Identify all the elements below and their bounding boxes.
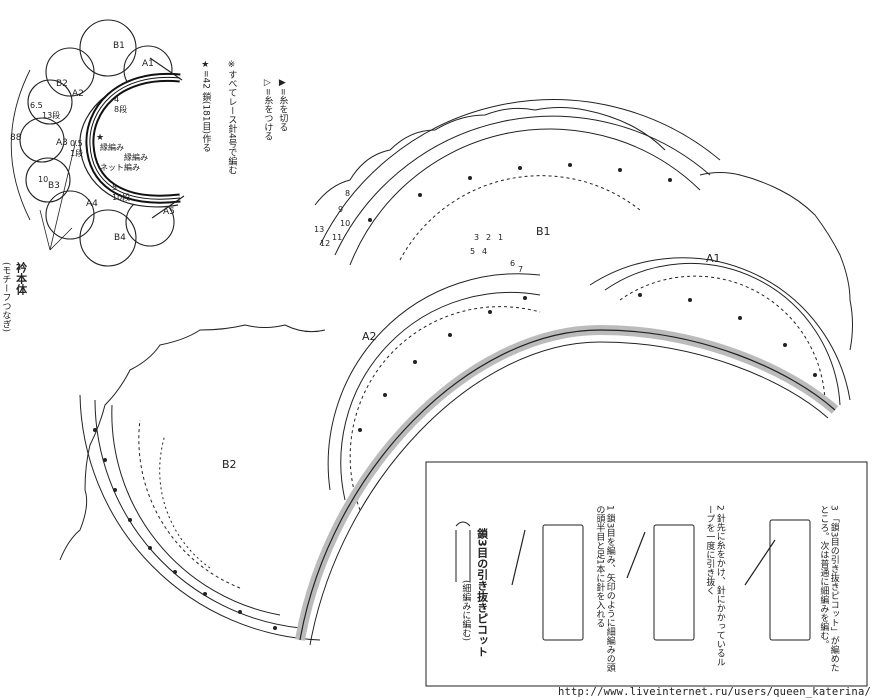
instruction-step2: 2 針先に糸をかけ、針にかかっているループを一度に引き抜く xyxy=(704,505,725,667)
row-num-8: 8 xyxy=(345,189,350,198)
row-num-5: 5 xyxy=(470,247,475,256)
chart-structure xyxy=(79,99,851,646)
row-num-3: 3 xyxy=(474,233,479,242)
center-mid-label: ネット編み xyxy=(100,162,140,172)
row-label-4: 10 xyxy=(38,175,48,184)
instruction-box xyxy=(425,461,868,687)
motif-label-b1: B1 xyxy=(113,41,125,51)
section-title: 衿本体 xyxy=(14,262,28,295)
row-label-0: 6.5 xyxy=(30,101,43,110)
row-label-2: 0.5 xyxy=(70,139,83,148)
chart-motif-labels: B1 A1 A2 B2 xyxy=(222,225,721,471)
star-mark: ★ xyxy=(96,133,104,143)
hook-note: ※すべてレース針4号で編む xyxy=(226,60,237,175)
instruction-step3: 3 「鎖3目の引き抜きピコット」が編めたところ。次は普通に細編みを編む。 xyxy=(818,505,839,673)
overview-total-label: 88 xyxy=(10,133,22,143)
picot-edge xyxy=(59,107,853,561)
row-num-9: 9 xyxy=(338,205,343,214)
legend-join: ▷=糸をつける xyxy=(262,78,273,141)
row-num-4: 4 xyxy=(482,247,487,256)
section-subtitle: (モチーフつなぎ) xyxy=(0,262,11,333)
chart-label-b1: B1 xyxy=(536,225,551,238)
row-num-7: 7 xyxy=(518,265,523,274)
overview-schematic xyxy=(10,19,185,267)
motif-label-b3: B3 xyxy=(48,181,60,191)
stitch-marks xyxy=(93,163,817,630)
row-num-11: 11 xyxy=(332,233,342,242)
motif-label-b4: B4 xyxy=(114,233,126,243)
row-label-7: 4 xyxy=(114,95,119,104)
row-label-6: 10段 xyxy=(112,192,130,202)
motif-label-a1: A1 xyxy=(142,59,154,69)
source-url: http://www.liveinternet.ru/users/queen_k… xyxy=(557,686,871,698)
motif-label-a5: A5 xyxy=(163,207,175,217)
chart-label-a1: A1 xyxy=(706,252,721,265)
chain-note: ★=42 鎖(181目)作る xyxy=(200,60,211,153)
instruction-subtitle: (細編みに編む) xyxy=(460,580,471,642)
instruction-step1: 1 鎖3目を編み、矢印のように細編みの頭の頭半目と足1本に針を入れる xyxy=(594,505,615,673)
row-num-6: 6 xyxy=(510,259,515,268)
legend-cut: ▶=糸を切る xyxy=(277,78,288,132)
row-label-5: 5 xyxy=(112,183,117,192)
motif-label-b2: B2 xyxy=(56,79,68,89)
center-bottom-label: 縁編み xyxy=(124,152,148,162)
motif-label-a2: A2 xyxy=(72,89,84,99)
row-num-13: 13 xyxy=(314,225,324,234)
chart-label-b2: B2 xyxy=(222,458,237,471)
motif-label-a4: A4 xyxy=(86,199,98,209)
row-num-12: 12 xyxy=(320,239,330,248)
center-top-label: 縁編み xyxy=(100,142,124,152)
chart-label-a2: A2 xyxy=(362,330,377,343)
row-label-8: 8段 xyxy=(114,104,127,114)
row-num-1: 1 xyxy=(498,233,503,242)
row-label-3: 1段 xyxy=(70,148,83,158)
motif-label-a3: A3 xyxy=(56,138,68,148)
row-numbers: 1 2 3 4 5 6 7 8 9 10 11 12 13 xyxy=(314,189,523,274)
instruction-title: 鎖3目の引き抜きピコット xyxy=(475,528,489,657)
overview-labels: 88 B1 A1 B2 A2 A3 B3 A4 B4 A5 6.5 13段 0.… xyxy=(10,41,175,243)
row-num-2: 2 xyxy=(486,233,491,242)
row-num-10: 10 xyxy=(340,219,350,228)
row-label-1: 13段 xyxy=(42,110,60,120)
